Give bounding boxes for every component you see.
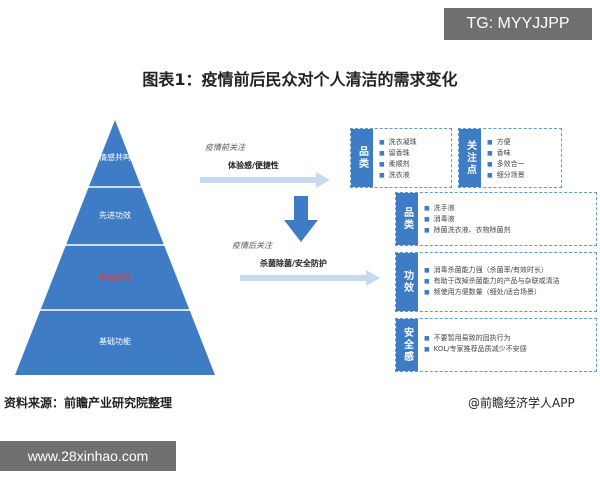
after-efficacy-box: 功效 消毒杀菌能力强（杀菌率/有效时长） 有助于改掉杀菌能力的产品与杂联或清洁 … — [395, 252, 597, 312]
list-item: 有助于改掉杀菌能力的产品与杂联或清洁 — [424, 276, 560, 287]
after-note: 疫情后关注 — [232, 241, 272, 250]
before-arrow — [200, 172, 330, 188]
after-security-tag: 安全感 — [396, 319, 418, 371]
before-note: 疫情前关注 — [205, 143, 245, 152]
brand-text: @前瞻经济学人APP — [468, 396, 575, 410]
list-item: 不要暂用易致的固执行为 — [424, 333, 527, 344]
after-category-box: 品类 洗手液 消毒液 除菌洗衣液、衣物除菌剂 — [395, 192, 597, 246]
before-category-list: 洗衣凝珠 留香珠 柔顺剂 洗衣液 — [379, 137, 417, 181]
before-focus-list: 方便 香味 多效合一 细分场景 — [487, 137, 525, 181]
list-item: 洗手液 — [424, 203, 511, 214]
list-item: 留香珠 — [379, 148, 417, 159]
list-item: 多效合一 — [487, 159, 525, 170]
after-efficacy-list: 消毒杀菌能力强（杀菌率/有效时长） 有助于改掉杀菌能力的产品与杂联或清洁 频使用… — [424, 265, 560, 298]
list-item: 消毒杀菌能力强（杀菌率/有效时长） — [424, 265, 560, 276]
after-security-list: 不要暂用易致的固执行为 KOL/专家推荐品质减少不安感 — [424, 333, 527, 355]
pyramid-level-4: 基础功能 — [99, 337, 131, 346]
list-item: 洗衣凝珠 — [379, 137, 417, 148]
before-category-box: 品类 洗衣凝珠 留香珠 柔顺剂 洗衣液 — [350, 128, 452, 188]
after-category-tag: 品类 — [396, 193, 418, 245]
list-item: 频使用方便数量（细处/适合场景） — [424, 287, 560, 298]
before-category-tag: 品类 — [351, 129, 373, 187]
list-item: 除菌洗衣液、衣物除菌剂 — [424, 225, 511, 236]
list-item: 柔顺剂 — [379, 159, 417, 170]
pyramid-level-2: 先进功效 — [99, 211, 131, 220]
pyramid-level-1: 情感共鸣 — [99, 153, 131, 162]
chart-title: 图表1：疫情前后民众对个人清洁的需求变化 — [142, 70, 458, 89]
before-focus-tag: 关注点 — [459, 129, 481, 187]
after-arrow-text: 杀菌除菌/安全防护 — [260, 259, 327, 268]
list-item: KOL/专家推荐品质减少不安感 — [424, 344, 527, 355]
source-text: 资料来源：前瞻产业研究院整理 — [4, 396, 173, 410]
pyramid-shape — [15, 120, 215, 375]
after-efficacy-tag: 功效 — [396, 253, 418, 311]
pyramid-level-3: 安全需求 — [99, 273, 131, 282]
before-focus-box: 关注点 方便 香味 多效合一 细分场景 — [458, 128, 562, 188]
list-item: 洗衣液 — [379, 170, 417, 181]
after-category-list: 洗手液 消毒液 除菌洗衣液、衣物除菌剂 — [424, 203, 511, 236]
list-item: 方便 — [487, 137, 525, 148]
url-badge: www.28xinhao.com — [0, 441, 176, 471]
before-arrow-text: 体验感/便捷性 — [228, 161, 279, 170]
list-item: 香味 — [487, 148, 525, 159]
pyramid — [15, 120, 215, 375]
list-item: 细分场景 — [487, 170, 525, 181]
list-item: 消毒液 — [424, 214, 511, 225]
down-arrow — [284, 196, 318, 242]
tg-badge: TG: MYYJJPP — [444, 8, 592, 40]
after-security-box: 安全感 不要暂用易致的固执行为 KOL/专家推荐品质减少不安感 — [395, 318, 597, 372]
after-arrow — [240, 270, 380, 286]
